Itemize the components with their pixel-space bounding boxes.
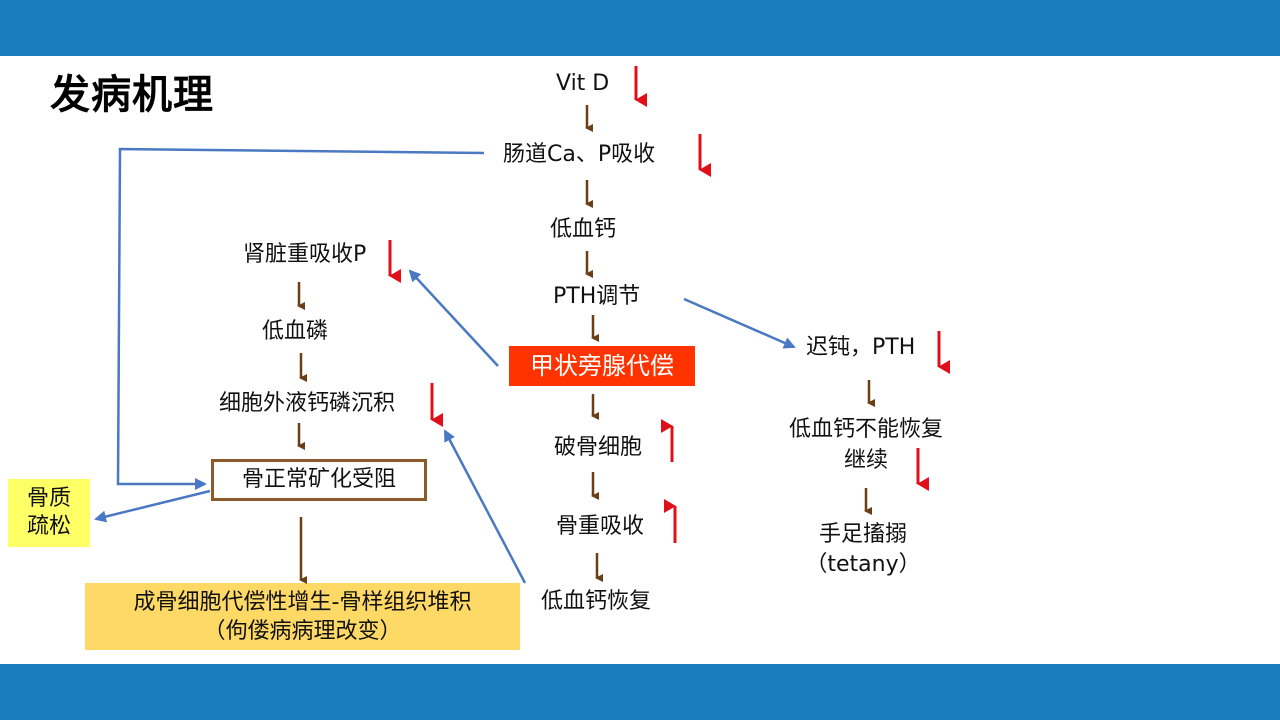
connector-absorption-to-mineralization bbox=[116, 147, 485, 490]
node-vitd: Vit D bbox=[556, 71, 610, 96]
osteoporosis-line1: 骨质 bbox=[26, 486, 71, 511]
node-osteoporosis: 骨质 疏松 bbox=[8, 479, 90, 547]
node-calcium-unrecovered: 低血钙不能恢复 继续 bbox=[782, 416, 950, 475]
page-title: 发病机理 bbox=[50, 72, 214, 118]
node-intestine-absorption: 肠道Ca、P吸收 bbox=[503, 142, 656, 167]
connector-recovery-to-deposition bbox=[443, 429, 527, 584]
footer-bar bbox=[0, 664, 1280, 720]
unrecovered-line1: 低血钙不能恢复 bbox=[788, 417, 943, 442]
node-bone-resorption: 骨重吸收 bbox=[556, 514, 645, 539]
osteoid-line2: （佝偻病病理改变） bbox=[203, 619, 402, 644]
node-mineralization-blocked: 骨正常矿化受阻 bbox=[211, 459, 427, 501]
connector-compensation-to-kidney bbox=[408, 269, 499, 367]
node-ca-p-deposition: 细胞外液钙磷沉积 bbox=[219, 391, 396, 416]
node-osteoid-accumulation: 成骨细胞代偿性增生-骨样组织堆积 （佝偻病病理改变） bbox=[85, 583, 520, 650]
node-kidney-reabsorption: 肾脏重吸收P bbox=[243, 242, 367, 267]
node-calcium-recovery: 低血钙恢复 bbox=[541, 589, 652, 614]
node-osteoclast: 破骨细胞 bbox=[554, 435, 643, 460]
tetany-line2: （tetany） bbox=[805, 552, 921, 577]
node-sluggish-pth: 迟钝，PTH bbox=[806, 335, 916, 360]
unrecovered-line2: 继续 bbox=[843, 448, 888, 473]
osteoporosis-line2: 疏松 bbox=[26, 514, 71, 539]
node-pth-regulation: PTH调节 bbox=[553, 284, 641, 309]
node-parathyroid-compensation: 甲状旁腺代偿 bbox=[509, 346, 695, 386]
osteoid-line1: 成骨细胞代偿性增生-骨样组织堆积 bbox=[133, 590, 472, 615]
connector-mineralization-to-osteoporosis bbox=[94, 489, 211, 523]
node-hypocalcemia: 低血钙 bbox=[550, 217, 617, 242]
connector-pth-to-sluggish bbox=[683, 297, 796, 349]
node-hypophosphatemia: 低血磷 bbox=[262, 319, 329, 344]
node-tetany: 手足搐搦 （tetany） bbox=[800, 521, 926, 579]
header-bar bbox=[0, 0, 1280, 56]
tetany-line1: 手足搐搦 bbox=[818, 522, 907, 547]
